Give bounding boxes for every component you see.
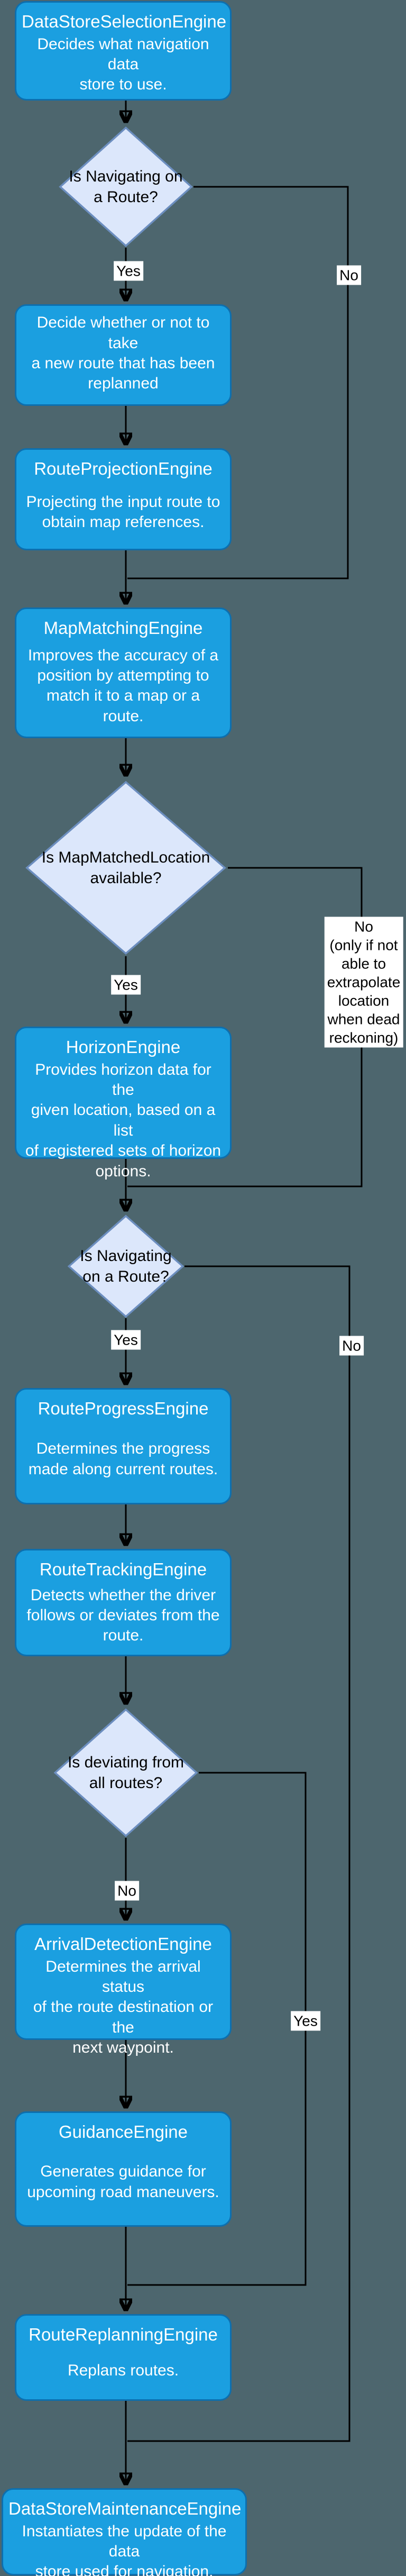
process-node-title: RouteProjectionEngine <box>34 459 213 478</box>
process-node-description: Generates guidance for upcoming road man… <box>27 2163 219 2201</box>
edge-label-deviating-yes: Yes <box>291 2011 320 2031</box>
process-node-routetrackingengine: RouteTrackingEngine Detects whether the … <box>15 1549 232 1656</box>
process-node-description: Improves the accuracy of a position by a… <box>27 646 219 725</box>
diamond-shape <box>67 1214 184 1318</box>
process-node-mapmatchingengine: MapMatchingEngine Improves the accuracy … <box>15 607 232 738</box>
process-node-title: DataStoreMaintenanceEngine <box>8 2499 242 2518</box>
process-node-replan-decision: Decide whether or not to take a new rout… <box>15 304 232 406</box>
process-node-horizonengine: HorizonEngine Provides horizon data for … <box>15 1027 232 1180</box>
process-node-description: Replans routes. <box>67 2361 179 2379</box>
process-node-description: Detects whether the driver follows or de… <box>26 1586 220 1645</box>
decision-node-question: Is Navigating on a Route? <box>69 168 183 206</box>
process-node-guidanceengine: GuidanceEngine Generates guidance for up… <box>15 2111 232 2227</box>
process-node-title: RouteProgressEngine <box>38 1399 209 1418</box>
edge-label-nav2-no: No <box>339 1336 364 1356</box>
edge-nav1-no-bypass <box>127 186 349 579</box>
process-node-title: HorizonEngine <box>66 1037 181 1057</box>
process-node-title: GuidanceEngine <box>58 2122 188 2142</box>
process-node-routereplanningengine: RouteReplanningEngine Replans routes. <box>15 2314 232 2401</box>
decision-node-is-mapmatchedlocation-available: Is MapMatchedLocation available? <box>24 779 228 956</box>
diamond-polygon <box>55 1710 197 1836</box>
process-node-description: Projecting the input route to obtain map… <box>26 493 220 531</box>
edge-nav2-no-bypass <box>127 1265 350 2442</box>
edge-label-deviating-no: No <box>115 1881 139 1901</box>
decision-node-question: Is deviating from all routes? <box>67 1754 184 1792</box>
decision-node-is-deviating-from-all-routes: Is deviating from all routes? <box>53 1708 199 1838</box>
process-node-title: RouteReplanningEngine <box>29 2325 218 2344</box>
process-node-title: RouteTrackingEngine <box>39 1559 207 1579</box>
process-node-title: MapMatchingEngine <box>43 618 203 638</box>
process-node-datastoreselectionengine: DataStoreSelectionEngine Decides what na… <box>15 1 232 101</box>
diamond-polygon <box>69 1216 182 1317</box>
decision-node-question: Is Navigating on a Route? <box>80 1247 172 1285</box>
diamond-polygon <box>60 128 191 246</box>
edge-label-mapmatched-no: No (only if not able to extrapolate loca… <box>324 917 403 1048</box>
process-node-description: Decide whether or not to take a new rout… <box>31 314 215 393</box>
diamond-shape <box>53 1708 199 1838</box>
process-node-arrivaldetectionengine: ArrivalDetectionEngine Determines the ar… <box>15 1924 232 2056</box>
process-node-title: DataStoreSelectionEngine <box>22 12 227 31</box>
process-node-routeprojectionengine: RouteProjectionEngine Projecting the inp… <box>15 448 232 550</box>
process-node-description: Determines the arrival status of the rou… <box>33 1957 214 2057</box>
edge-label-mapmatched-yes: Yes <box>111 975 141 995</box>
diamond-shape <box>58 126 193 248</box>
process-node-datastoremaintenanceengine: DataStoreMaintenanceEngine Instantiates … <box>2 2488 247 2576</box>
process-node-description: Provides horizon data for the given loca… <box>25 1060 222 1180</box>
diamond-shape <box>24 779 228 956</box>
process-node-routeprogressengine: RouteProgressEngine Determines the progr… <box>15 1388 232 1504</box>
process-node-title: ArrivalDetectionEngine <box>34 1934 212 1954</box>
process-node-description: Determines the progress made along curre… <box>28 1440 218 1478</box>
decision-node-is-navigating-on-route-1: Is Navigating on a Route? <box>58 126 193 248</box>
process-node-description: Decides what navigation data store to us… <box>37 35 209 94</box>
edge-label-nav1-yes: Yes <box>114 261 143 281</box>
decision-node-question: Is MapMatchedLocation available? <box>41 849 210 887</box>
edge-label-nav1-no: No <box>337 265 361 285</box>
edge-label-nav2-yes: Yes <box>111 1330 141 1350</box>
diamond-polygon <box>27 782 225 954</box>
decision-node-is-navigating-on-route-2: Is Navigating on a Route? <box>67 1214 184 1318</box>
process-node-description: Instantiates the update of the data stor… <box>22 2522 227 2576</box>
